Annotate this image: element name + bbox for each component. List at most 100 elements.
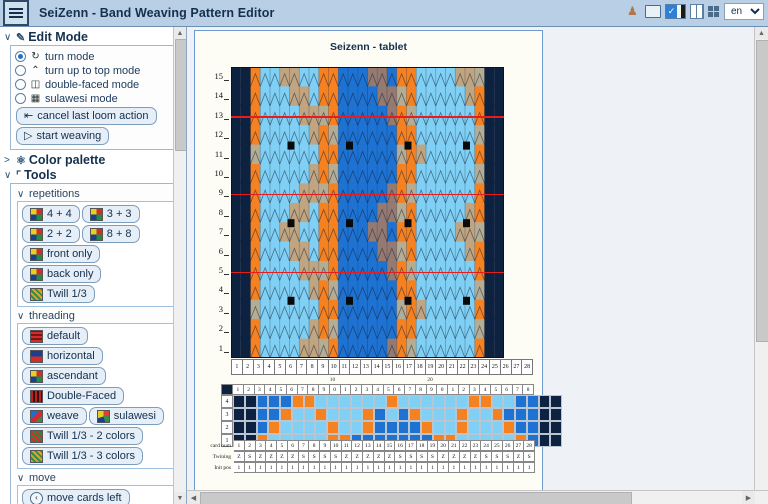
info-cell[interactable]: 1 <box>492 462 503 473</box>
column-number[interactable]: 16 <box>393 359 404 375</box>
radio-button[interactable] <box>15 93 26 104</box>
grid-cell[interactable] <box>374 408 386 421</box>
info-cell[interactable]: 12 <box>352 440 363 451</box>
info-cell[interactable]: Z <box>277 451 288 462</box>
info-cell[interactable]: S <box>481 451 492 462</box>
info-cell[interactable]: 15 <box>385 440 396 451</box>
repetition-8-8-button[interactable]: 8 + 8 <box>82 225 140 243</box>
grid-cell[interactable] <box>539 434 551 447</box>
column-number[interactable]: 9 <box>318 359 329 375</box>
info-cell[interactable]: 1 <box>342 462 353 473</box>
scroll-right-icon[interactable]: ▶ <box>742 491 755 504</box>
grid-cell[interactable] <box>339 408 351 421</box>
info-cell[interactable]: 23 <box>471 440 482 451</box>
info-cell[interactable]: S <box>524 451 535 462</box>
grid-cell[interactable] <box>362 421 374 434</box>
grid-cell[interactable] <box>515 421 527 434</box>
palette-swatch[interactable] <box>221 384 233 395</box>
grid-cell[interactable] <box>503 408 515 421</box>
grid-cell[interactable] <box>304 421 316 434</box>
grid-cell[interactable] <box>280 395 292 408</box>
back-only-button[interactable]: back only <box>22 265 101 283</box>
grid-cell[interactable] <box>339 395 351 408</box>
grid-cell[interactable] <box>480 395 492 408</box>
front-only-button[interactable]: front only <box>22 245 100 263</box>
grid-cell[interactable] <box>362 395 374 408</box>
grid-cell[interactable] <box>351 395 363 408</box>
info-cell[interactable]: 25 <box>492 440 503 451</box>
grid-cell[interactable] <box>304 395 316 408</box>
info-cell[interactable]: Z <box>256 451 267 462</box>
sidebar-scrollbar[interactable]: ▲ ▼ <box>173 27 186 504</box>
repetition-4-4-button[interactable]: 4 + 4 <box>22 205 80 223</box>
group-header-repetitions[interactable]: ∨ repetitions <box>17 188 176 200</box>
info-cell[interactable]: Z <box>234 451 245 462</box>
column-number[interactable]: 10 <box>329 359 340 375</box>
info-cell[interactable]: 9 <box>320 440 331 451</box>
info-cell[interactable]: S <box>406 451 417 462</box>
info-cell[interactable]: 1 <box>524 462 535 473</box>
grid-cell[interactable] <box>374 395 386 408</box>
section-header-tools[interactable]: ∨ ⌜ Tools <box>4 168 183 182</box>
group-header-threading[interactable]: ∨ threading <box>17 310 176 322</box>
info-cell[interactable]: 7 <box>299 440 310 451</box>
column-number[interactable]: 18 <box>415 359 426 375</box>
column-number[interactable]: 21 <box>447 359 458 375</box>
grid-cell[interactable] <box>268 421 280 434</box>
info-cell[interactable]: 1 <box>438 462 449 473</box>
weave-svg[interactable] <box>231 67 504 358</box>
info-cell[interactable]: 16 <box>395 440 406 451</box>
grid-cell[interactable] <box>245 408 257 421</box>
grid-cell[interactable] <box>433 395 445 408</box>
info-cell[interactable]: 1 <box>309 462 320 473</box>
threading-twill-2colors-button[interactable]: Twill 1/3 - 2 colors <box>22 427 143 445</box>
info-cell[interactable]: 1 <box>245 462 256 473</box>
info-cell[interactable]: Z <box>449 451 460 462</box>
info-cell[interactable]: 14 <box>374 440 385 451</box>
grid-cell[interactable] <box>550 421 562 434</box>
info-cell[interactable]: 1 <box>395 462 406 473</box>
grid-cell[interactable] <box>527 408 539 421</box>
grid-cell[interactable] <box>445 421 457 434</box>
column-number[interactable]: 26 <box>501 359 512 375</box>
info-cell[interactable]: 1 <box>385 462 396 473</box>
info-cell[interactable]: S <box>320 451 331 462</box>
grid-icon[interactable] <box>708 6 720 17</box>
threading-twill-3colors-button[interactable]: Twill 1/3 - 3 colors <box>22 447 143 465</box>
info-cell[interactable]: 18 <box>417 440 428 451</box>
info-cell[interactable]: 1 <box>471 462 482 473</box>
section-header-edit-mode[interactable]: ∨ ✎ Edit Mode <box>4 30 183 44</box>
info-cell[interactable]: S <box>309 451 320 462</box>
grid-cell[interactable] <box>456 421 468 434</box>
grid-cell[interactable] <box>233 408 245 421</box>
info-cell[interactable]: 20 <box>438 440 449 451</box>
repetition-2-2-button[interactable]: 2 + 2 <box>22 225 80 243</box>
info-cell[interactable]: 1 <box>256 462 267 473</box>
move-cards-left-button[interactable]: ‹move cards left <box>22 489 130 504</box>
threading-default-button[interactable]: default <box>22 327 88 345</box>
grid-cell[interactable] <box>292 408 304 421</box>
column-number[interactable]: 17 <box>404 359 415 375</box>
grid-cell[interactable] <box>233 421 245 434</box>
info-cell[interactable]: 1 <box>417 462 428 473</box>
info-cell[interactable]: S <box>492 451 503 462</box>
column-number[interactable]: 11 <box>340 359 351 375</box>
language-select[interactable]: enfrdees <box>724 3 764 20</box>
grid-cell[interactable] <box>503 395 515 408</box>
threading-ascendant-button[interactable]: ascendant <box>22 367 106 385</box>
info-cell[interactable]: Z <box>514 451 525 462</box>
start-weaving-button[interactable]: ▷ start weaving <box>16 127 109 145</box>
threading-horizontal-button[interactable]: horizontal <box>22 347 103 365</box>
info-cell[interactable]: S <box>245 451 256 462</box>
info-cell[interactable]: 8 <box>309 440 320 451</box>
info-cell[interactable]: 1 <box>266 462 277 473</box>
grid-cell[interactable] <box>421 395 433 408</box>
grid-cell[interactable] <box>515 408 527 421</box>
two-pane-icon[interactable] <box>690 4 704 19</box>
repetition-3-3-button[interactable]: 3 + 3 <box>82 205 140 223</box>
info-cell[interactable]: 2 <box>245 440 256 451</box>
grid-cell[interactable] <box>292 395 304 408</box>
info-cell[interactable]: 13 <box>363 440 374 451</box>
radio-turn-up-to-top-mode[interactable]: ⌃ turn up to top mode <box>15 64 176 77</box>
column-number[interactable]: 6 <box>286 359 297 375</box>
